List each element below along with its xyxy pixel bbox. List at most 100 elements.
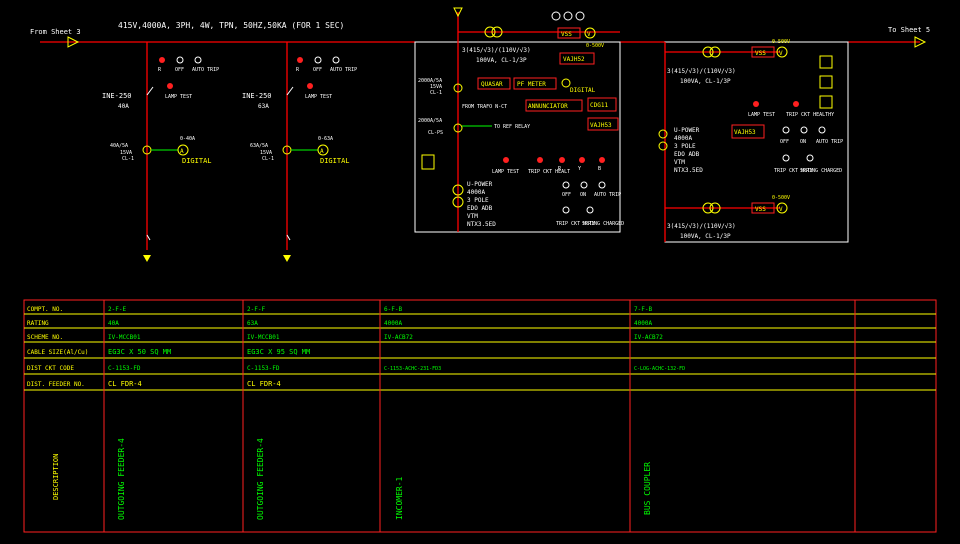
svg-text:DESCRIPTION: DESCRIPTION [52, 454, 60, 500]
svg-text:AUTO TRIP: AUTO TRIP [594, 192, 621, 198]
to-sheet-label[interactable]: To Sheet 5 [888, 26, 930, 34]
svg-text:VSS: VSS [755, 206, 766, 213]
svg-text:IV-ACB72: IV-ACB72 [634, 334, 663, 341]
svg-text:100VA, CL-1/3P: 100VA, CL-1/3P [476, 57, 527, 64]
from-sheet-label[interactable]: From Sheet 3 [30, 28, 81, 36]
svg-text:LAMP TEST: LAMP TEST [305, 94, 332, 100]
svg-text:C-1153-FD: C-1153-FD [108, 365, 141, 372]
svg-text:IV-MCCB01: IV-MCCB01 [247, 334, 280, 341]
svg-text:2000A/5A: 2000A/5A [418, 78, 442, 84]
svg-text:4000A: 4000A [467, 189, 485, 196]
svg-text:40A: 40A [108, 320, 119, 327]
svg-text:OUTGOING FEEDER-4: OUTGOING FEEDER-4 [117, 438, 126, 520]
incomer-panel: 3(415/√3)/(110V/√3) 100VA, CL-1/3P VSS V… [414, 7, 624, 233]
svg-text:2000A/5A: 2000A/5A [418, 118, 442, 124]
svg-text:V: V [779, 206, 783, 213]
svg-text:EG3C X 50 SQ MM: EG3C X 50 SQ MM [108, 348, 171, 356]
svg-text:R: R [558, 166, 562, 172]
svg-text:SCHEME NO.: SCHEME NO. [27, 334, 63, 341]
svg-text:2-F-E: 2-F-E [108, 306, 126, 313]
svg-text:NTX3.5ED: NTX3.5ED [674, 167, 703, 174]
svg-text:OUTGOING FEEDER-4: OUTGOING FEEDER-4 [256, 438, 265, 520]
pf-meter-box [513, 77, 557, 90]
feeder-arrow-icon [283, 255, 291, 262]
svg-text:C-LOG-ACHC-132-FD: C-LOG-ACHC-132-FD [634, 366, 685, 372]
svg-text:B: B [598, 166, 601, 172]
svg-text:ANNUNCIATOR: ANNUNCIATOR [528, 103, 568, 110]
svg-text:6-F-B: 6-F-B [384, 306, 402, 313]
lamp-test-icon [167, 83, 173, 89]
svg-text:VSS: VSS [755, 50, 766, 57]
svg-text:BUS COUPLER: BUS COUPLER [643, 462, 652, 515]
arrow-icon [453, 7, 463, 18]
lamp-test-icon [307, 83, 313, 89]
svg-text:VTM: VTM [674, 159, 685, 166]
vaj-box [559, 52, 595, 65]
svg-text:A: A [180, 148, 184, 155]
svg-text:TRIP CKT HEALTHY: TRIP CKT HEALTHY [786, 112, 834, 118]
svg-text:7-F-B: 7-F-B [634, 306, 652, 313]
svg-text:3(415/√3)/(110V/√3): 3(415/√3)/(110V/√3) [667, 223, 736, 230]
svg-text:4000A: 4000A [634, 320, 652, 327]
from-arrow-icon [67, 36, 80, 48]
svg-text:CL FDR-4: CL FDR-4 [247, 380, 281, 388]
svg-text:3(415/√3)/(110V/√3): 3(415/√3)/(110V/√3) [667, 68, 736, 75]
schedule-table: COMPT. NO. RATING SCHEME NO. CABLE SIZE(… [23, 299, 937, 533]
svg-text:63A: 63A [258, 103, 269, 110]
svg-text:NTX3.5ED: NTX3.5ED [467, 221, 496, 228]
svg-text:15VA: 15VA [260, 150, 272, 156]
ammeter-icon [177, 144, 189, 156]
svg-text:EDO ADB: EDO ADB [674, 151, 700, 158]
svg-text:LAMP TEST: LAMP TEST [492, 169, 519, 175]
svg-text:CL-1: CL-1 [122, 156, 134, 162]
pt-icon [491, 26, 503, 38]
svg-text:0-500V: 0-500V [772, 39, 790, 45]
svg-text:4000A: 4000A [384, 320, 402, 327]
svg-text:OFF: OFF [313, 67, 322, 73]
svg-text:A: A [320, 148, 324, 155]
svg-text:OFF: OFF [562, 192, 571, 198]
annunciator-box [525, 99, 583, 112]
svg-text:VSS: VSS [561, 31, 572, 38]
svg-text:DIGITAL: DIGITAL [182, 157, 212, 165]
lamp-icon [314, 56, 322, 64]
svg-text:4000A: 4000A [674, 135, 692, 142]
svg-text:15VA: 15VA [120, 150, 132, 156]
svg-text:2-F-F: 2-F-F [247, 306, 265, 313]
svg-text:CL-1: CL-1 [262, 156, 274, 162]
svg-text:ON: ON [800, 139, 806, 145]
quasar-box [477, 77, 511, 90]
breaker-label: INE-250 [102, 92, 132, 100]
vajh-box [587, 117, 619, 131]
svg-text:AUTO TRIP: AUTO TRIP [192, 67, 219, 73]
svg-text:LAMP TEST: LAMP TEST [748, 112, 775, 118]
svg-text:0-63A: 0-63A [318, 136, 333, 142]
svg-text:R: R [158, 67, 162, 73]
svg-text:VAJH53: VAJH53 [734, 129, 756, 136]
svg-text:FROM TRAFO N-CT: FROM TRAFO N-CT [462, 104, 507, 110]
svg-text:OFF: OFF [780, 139, 789, 145]
svg-text:0-500V: 0-500V [586, 43, 604, 49]
svg-text:ON: ON [580, 192, 586, 198]
svg-text:DIGITAL: DIGITAL [570, 87, 596, 94]
bus-coupler-panel: VSS V 0-500V 3(415/√3)/(110V/√3) 100VA, … [658, 39, 849, 243]
svg-text:3(415/√3)/(110V/√3): 3(415/√3)/(110V/√3) [462, 47, 531, 54]
svg-text:DIST CKT CODE: DIST CKT CODE [27, 365, 74, 372]
svg-text:3 POLE: 3 POLE [674, 143, 696, 150]
breaker-label: INE-250 [242, 92, 272, 100]
svg-text:100VA, CL-1/3P: 100VA, CL-1/3P [680, 78, 731, 85]
svg-text:VTM: VTM [467, 213, 478, 220]
svg-text:63A/5A: 63A/5A [250, 143, 268, 149]
pt-icon [484, 26, 496, 38]
svg-text:15VA: 15VA [430, 84, 442, 90]
svg-text:CDG11: CDG11 [590, 102, 608, 109]
svg-text:TRIP CKT HLTY: TRIP CKT HLTY [774, 168, 813, 174]
svg-text:40A: 40A [118, 103, 129, 110]
svg-text:CL-PS: CL-PS [428, 130, 443, 136]
svg-text:TO REF RELAY: TO REF RELAY [494, 124, 530, 130]
voltmeter-icon [584, 27, 596, 39]
lamp-icon [297, 57, 303, 63]
svg-text:SPRING CHARGED: SPRING CHARGED [800, 168, 842, 174]
